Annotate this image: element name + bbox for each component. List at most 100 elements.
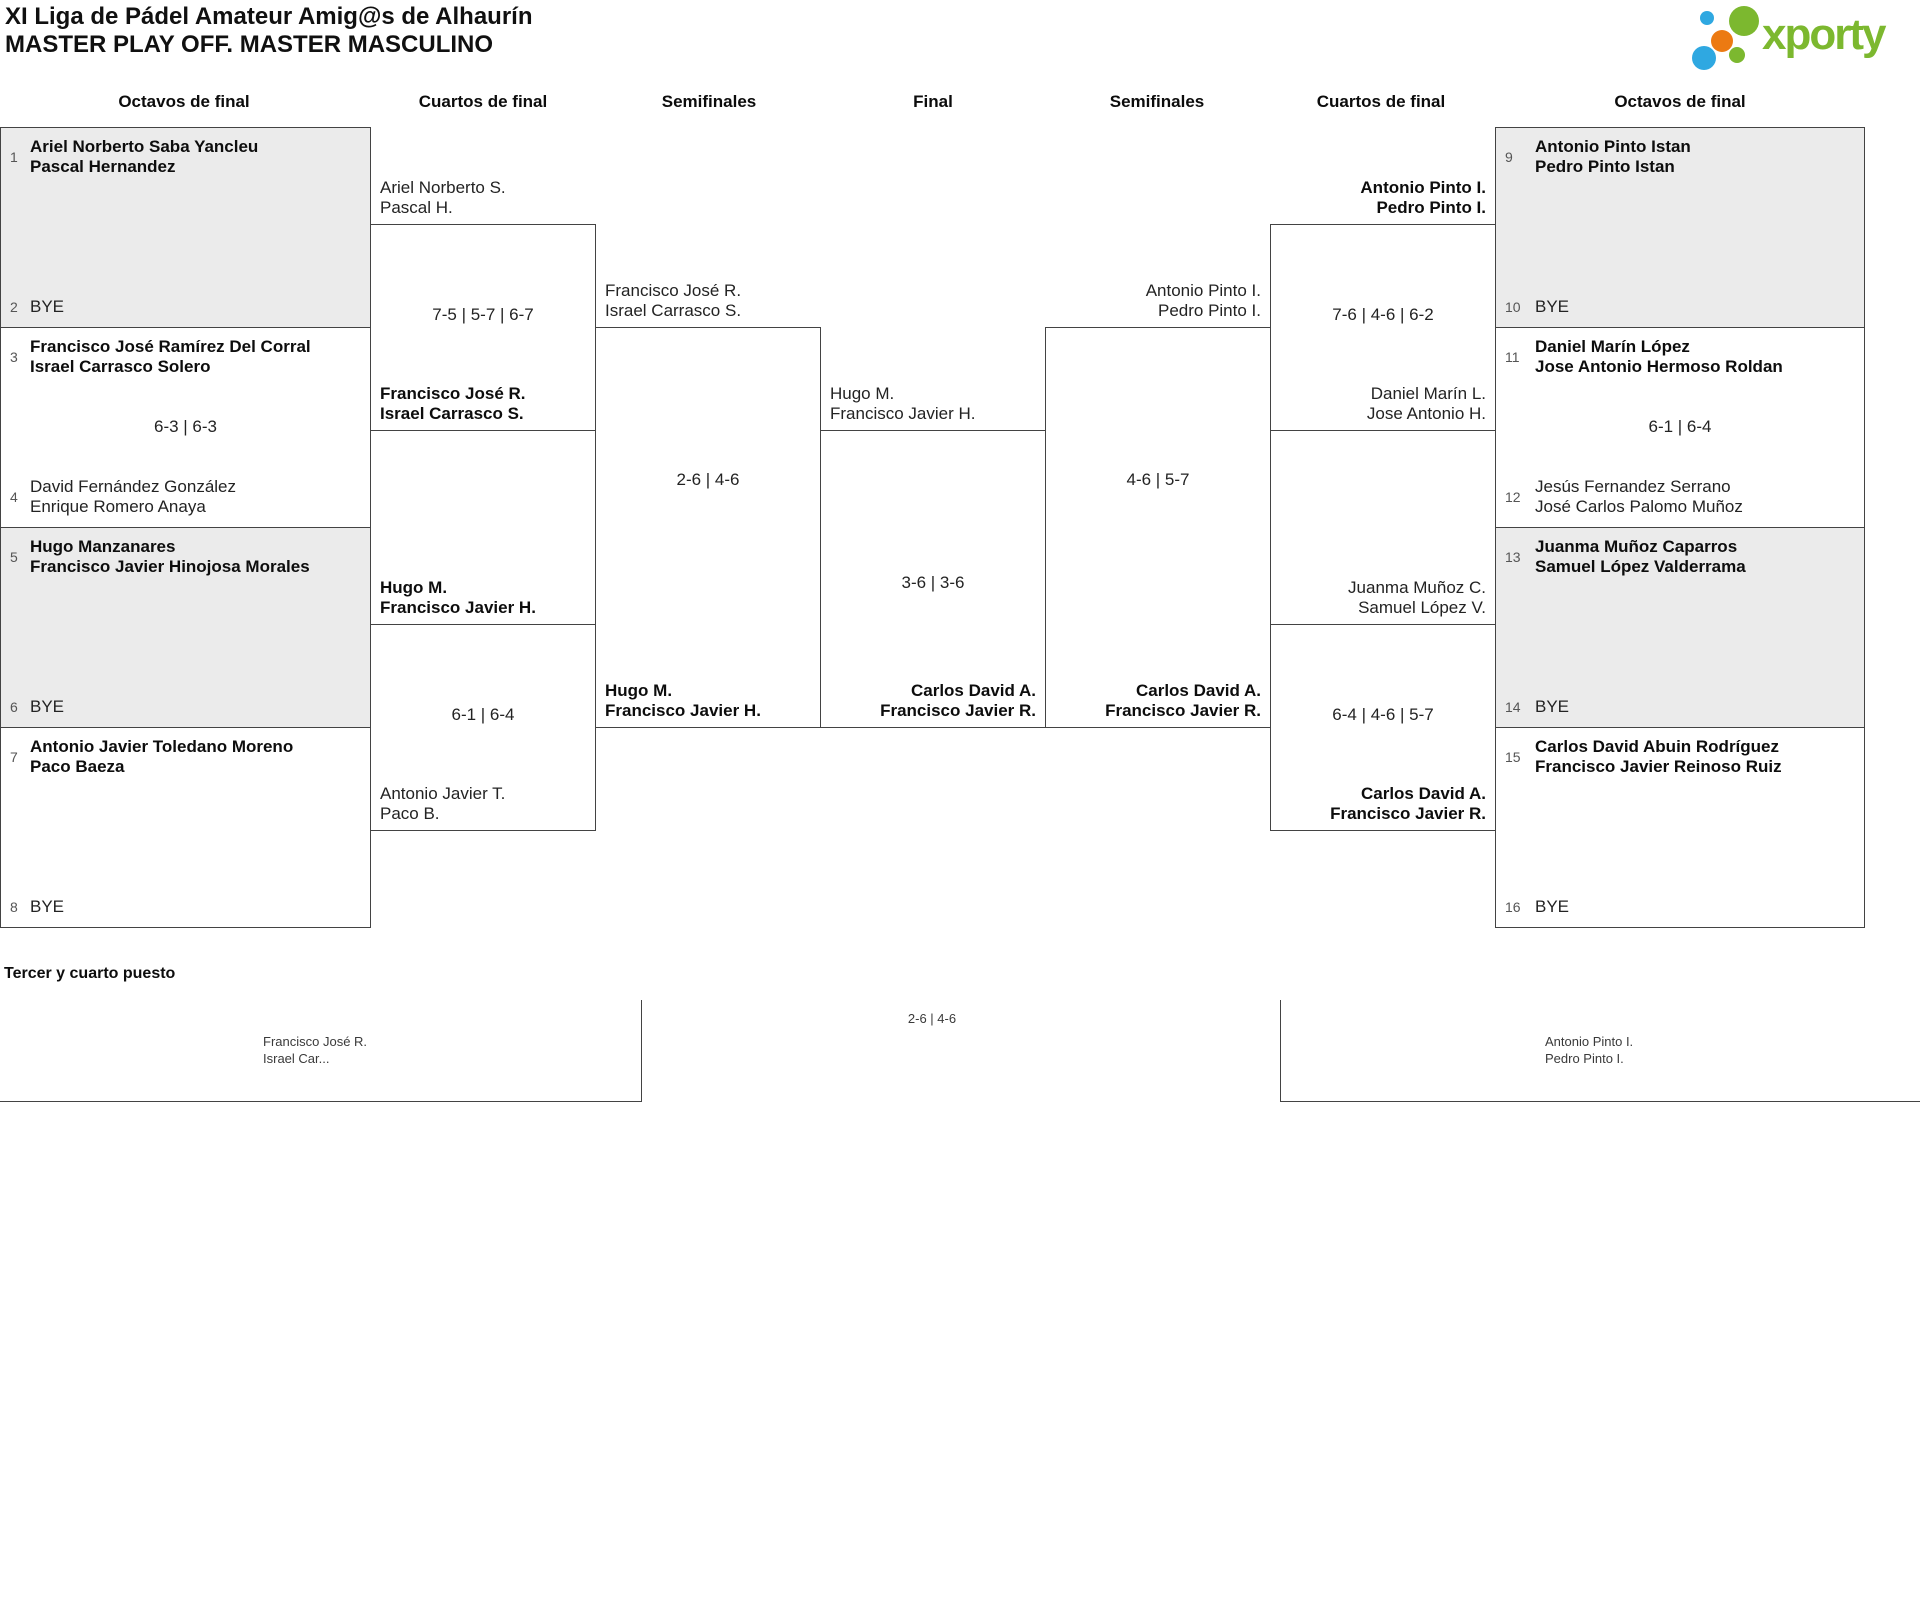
seed-number: 2 (10, 299, 18, 315)
team-slot: 4 David Fernández González Enrique Romer… (10, 477, 236, 517)
match-box-final (820, 430, 1046, 728)
team-name: Francisco José R. Israel Car... (263, 1033, 367, 1067)
logo-dot-icon (1729, 6, 1759, 36)
player-line: Juanma Muñoz C. (1348, 578, 1486, 597)
match-score: 6-1 | 6-4 (1648, 417, 1712, 436)
player-line: Francisco Javier H. (830, 404, 976, 423)
player-line: Antonio Pinto Istan (1535, 137, 1691, 156)
seed-number: 1 (10, 149, 18, 165)
match-box-cuartos-left-1 (370, 224, 596, 431)
seed-number: 10 (1505, 299, 1521, 315)
player-line: Pascal Hernandez (30, 157, 176, 176)
round-header-final: Final (913, 92, 953, 111)
team-name: BYE (1535, 897, 1569, 917)
match-box-octavos-5-6: 5 Hugo Manzanares Francisco Javier Hinoj… (0, 527, 371, 728)
team-name: Carlos David A. Francisco Javier R. (820, 681, 1036, 721)
match-score: 4-6 | 5-7 (1126, 470, 1190, 489)
match-box-octavos-1-2: 1 Ariel Norberto Saba Yancleu Pascal Her… (0, 127, 371, 328)
player-line: Francisco José R. (605, 281, 742, 300)
team-slot: 15 Carlos David Abuin Rodríguez Francisc… (1505, 737, 1782, 777)
team-name: David Fernández González Enrique Romero … (30, 477, 236, 517)
player-line: Hugo Manzanares (30, 537, 176, 556)
third-place-box-right (1280, 1000, 1920, 1102)
match-box-cuartos-right-1 (1270, 224, 1496, 431)
player-line: Francisco Javier H. (605, 701, 761, 720)
player-line: Antonio Pinto I. (1145, 281, 1261, 300)
player-line: Enrique Romero Anaya (30, 497, 206, 516)
team-slot: 13 Juanma Muñoz Caparros Samuel López Va… (1505, 537, 1746, 577)
player-line: Paco Baeza (30, 757, 125, 776)
player-line: Antonio Javier Toledano Moreno (30, 737, 294, 756)
team-name: Daniel Marín López Jose Antonio Hermoso … (1535, 337, 1783, 377)
player-line: Daniel Marín L. (1370, 384, 1486, 403)
player-line: Francisco José R. (263, 1034, 368, 1049)
team-name: Carlos David A. Francisco Javier R. (1055, 681, 1261, 721)
player-line: Ariel Norberto S. (380, 178, 506, 197)
team-slot: 10 BYE (1505, 297, 1569, 317)
seed-number: 13 (1505, 549, 1521, 565)
round-header-cuartos-right: Cuartos de final (1316, 92, 1446, 111)
player-line: Pedro Pinto I. (1157, 301, 1261, 320)
logo-dot-icon (1692, 46, 1716, 70)
team-name: Antonio Javier T. Paco B. (380, 784, 590, 824)
player-line: Antonio Pinto I. (1360, 178, 1486, 197)
team-name: Ariel Norberto S. Pascal H. (380, 178, 590, 218)
team-name: Carlos David A. Francisco Javier R. (1280, 784, 1486, 824)
team-slot: 8 BYE (10, 897, 64, 917)
player-line: Jose Antonio Hermoso Roldan (1535, 357, 1783, 376)
player-line: Juanma Muñoz Caparros (1535, 537, 1738, 556)
match-box-octavos-15-16: 15 Carlos David Abuin Rodríguez Francisc… (1495, 727, 1865, 928)
team-name: BYE (30, 297, 64, 317)
team-slot: 5 Hugo Manzanares Francisco Javier Hinoj… (10, 537, 310, 577)
match-score: 3-6 | 3-6 (901, 573, 965, 592)
round-header-octavos-right: Octavos de final (1614, 92, 1746, 111)
match-score: 6-4 | 4-6 | 5-7 (1332, 705, 1434, 724)
player-line: BYE (1535, 897, 1570, 916)
match-score: 6-3 | 6-3 (153, 417, 217, 436)
team-slot: 1 Ariel Norberto Saba Yancleu Pascal Her… (10, 137, 258, 177)
player-line: David Fernández González (30, 477, 237, 496)
team-name: BYE (1535, 697, 1569, 717)
round-header-semis-right: Semifinales (1109, 92, 1205, 111)
player-line: BYE (1535, 297, 1570, 316)
player-line: Francisco Javier R. (880, 701, 1036, 720)
team-slot: 12 Jesús Fernandez Serrano José Carlos P… (1505, 477, 1743, 517)
team-name: BYE (30, 897, 64, 917)
team-name: Hugo Manzanares Francisco Javier Hinojos… (30, 537, 310, 577)
xporty-logo-text: xporty (1762, 10, 1886, 59)
third-place-box-left (0, 1000, 642, 1102)
player-line: Israel Carrasco S. (605, 301, 742, 320)
match-box-octavos-7-8: 7 Antonio Javier Toledano Moreno Paco Ba… (0, 727, 371, 928)
seed-number: 7 (10, 749, 18, 765)
match-score: 7-5 | 5-7 | 6-7 (432, 305, 534, 324)
team-slot: 3 Francisco José Ramírez Del Corral Isra… (10, 337, 311, 377)
team-slot: 7 Antonio Javier Toledano Moreno Paco Ba… (10, 737, 293, 777)
team-name: Ariel Norberto Saba Yancleu Pascal Herna… (30, 137, 258, 177)
team-name: Juanma Muñoz Caparros Samuel López Valde… (1535, 537, 1746, 577)
player-line: Hugo M. (830, 384, 895, 403)
player-line: Hugo M. (380, 578, 448, 597)
player-line: BYE (30, 897, 65, 916)
team-name: Juanma Muñoz C. Samuel López V. (1280, 578, 1486, 618)
player-line: Francisco Javier R. (1330, 804, 1486, 823)
team-name: Jesús Fernandez Serrano José Carlos Palo… (1535, 477, 1743, 517)
team-name: Antonio Pinto I. Pedro Pinto I. (1545, 1033, 1633, 1067)
player-line: Carlos David Abuin Rodríguez (1535, 737, 1780, 756)
match-score: 2-6 | 4-6 (907, 1011, 957, 1026)
player-line: Israel Carrasco Solero (30, 357, 211, 376)
team-name: BYE (30, 697, 64, 717)
player-line: BYE (1535, 697, 1570, 716)
player-line: José Carlos Palomo Muñoz (1535, 497, 1743, 516)
player-line: Carlos David A. (1135, 681, 1261, 700)
team-name: Antonio Pinto I. Pedro Pinto I. (1055, 281, 1261, 321)
player-line: Hugo M. (605, 681, 673, 700)
player-line: Jose Antonio H. (1366, 404, 1486, 423)
logo-dot-icon (1729, 47, 1745, 63)
match-box-cuartos-right-2 (1270, 624, 1496, 831)
player-line: Pedro Pinto Istan (1535, 157, 1675, 176)
seed-number: 11 (1505, 349, 1520, 365)
player-line: Pascal H. (380, 198, 453, 217)
team-name: Carlos David Abuin Rodríguez Francisco J… (1535, 737, 1782, 777)
team-slot: 9 Antonio Pinto Istan Pedro Pinto Istan (1505, 137, 1691, 177)
team-name: Antonio Pinto Istan Pedro Pinto Istan (1535, 137, 1691, 177)
